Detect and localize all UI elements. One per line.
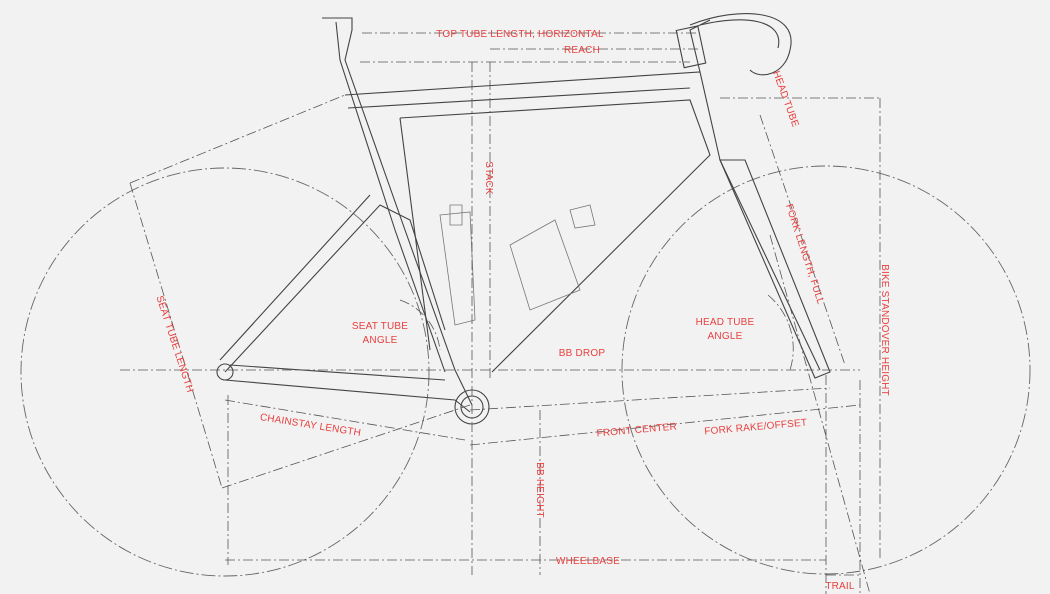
label-head-tube: HEAD TUBE xyxy=(770,70,801,129)
bike-frame xyxy=(216,13,831,425)
label-seat-tube-angle-2: ANGLE xyxy=(363,335,398,346)
label-chainstay-length: CHAINSTAY LENGTH xyxy=(259,412,362,439)
dimension-lines xyxy=(120,32,881,594)
rear-wheel xyxy=(20,167,430,577)
label-bb-height: BB HEIGHT xyxy=(534,462,545,518)
label-top-tube-length: TOP TUBE LENGTH, HORIZONTAL xyxy=(436,29,604,40)
label-fork-length: FORK LENGTH, FULL xyxy=(783,203,826,306)
label-fork-rake: FORK RAKE/OFFSET xyxy=(704,418,808,438)
label-seat-tube-length: SEAT TUBE LENGTH xyxy=(154,294,196,393)
label-bb-drop: BB DROP xyxy=(559,348,606,359)
label-head-tube-angle-2: ANGLE xyxy=(708,331,743,342)
label-seat-tube-angle: SEAT TUBE xyxy=(352,321,408,332)
label-trail: TRAIL xyxy=(825,581,855,592)
dimension-labels: TOP TUBE LENGTH, HORIZONTAL REACH HEAD T… xyxy=(154,29,890,592)
label-stack: STACK xyxy=(483,161,494,195)
label-head-tube-angle: HEAD TUBE xyxy=(696,317,755,328)
label-wheelbase: WHEELBASE xyxy=(556,556,620,567)
label-front-center: FRONT CENTER xyxy=(596,422,677,440)
label-standover: BIKE STANDOVER HEIGHT xyxy=(879,264,890,396)
label-reach: REACH xyxy=(564,45,600,56)
